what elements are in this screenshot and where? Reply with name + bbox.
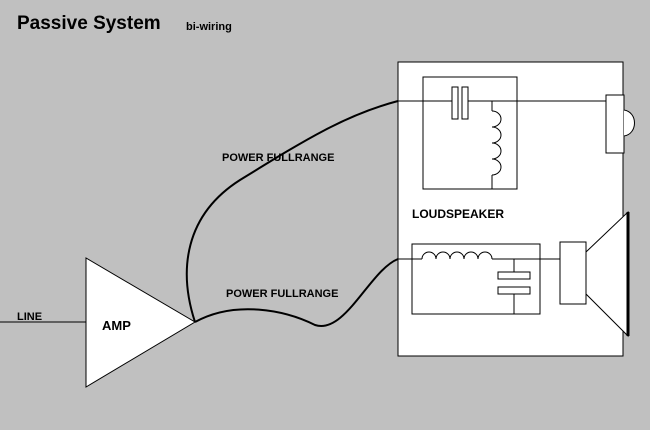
capacitor-plate <box>497 271 531 280</box>
cable-label-upper: POWER FULLRANGE <box>222 152 334 164</box>
tweeter-driver <box>605 94 635 154</box>
amp-label: AMP <box>102 318 131 333</box>
inductor-coil <box>421 251 493 260</box>
page-subtitle: bi-wiring <box>186 21 232 33</box>
upper-speaker-cable <box>185 100 399 323</box>
tweeter-crossover <box>398 76 606 190</box>
capacitor-plate <box>451 86 459 120</box>
amp-triangle <box>85 257 196 388</box>
capacitor-plate <box>497 286 531 295</box>
loudspeaker-label: LOUDSPEAKER <box>412 207 504 221</box>
tweeter-crossover-box <box>422 76 518 190</box>
page-title: Passive System <box>17 13 161 34</box>
woofer-driver <box>559 210 630 338</box>
tweeter-body <box>605 94 625 154</box>
tweeter-dome <box>623 109 635 137</box>
woofer-crossover-box <box>411 243 541 315</box>
inductor-coil <box>491 110 502 176</box>
capacitor-plate <box>461 86 469 120</box>
woofer-crossover <box>398 243 560 315</box>
cable-label-lower: POWER FULLRANGE <box>226 288 338 300</box>
line-label: LINE <box>17 311 42 323</box>
loudspeaker-cabinet <box>397 61 624 357</box>
lower-speaker-cable <box>194 258 399 328</box>
woofer-magnet <box>559 241 587 305</box>
